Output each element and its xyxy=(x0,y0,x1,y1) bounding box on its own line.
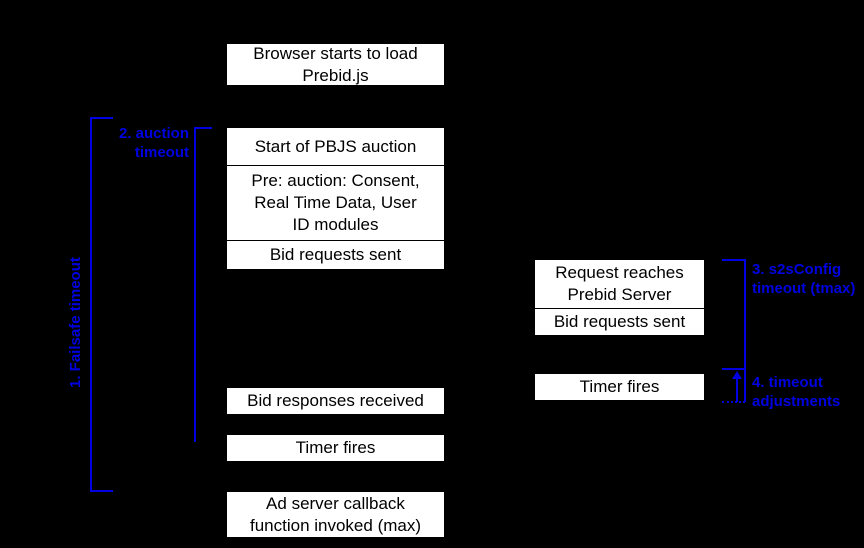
server-timer-fires-box: Timer fires xyxy=(534,373,705,401)
request-reaches-server-box: Request reaches Prebid Server xyxy=(534,259,705,309)
s2s-timeout-bracket-vertical xyxy=(744,259,746,370)
s2s-timeout-label: 3. s2sConfig timeout (tmax) xyxy=(752,261,856,297)
timeout-adjustments-arrow-head xyxy=(732,371,742,379)
auction-timeout-label: 2. auction timeout xyxy=(118,125,189,161)
timeout-adjustments-dotted-baseline xyxy=(722,401,745,403)
failsafe-timeout-bracket-top-tick xyxy=(90,117,113,119)
timeout-adjustments-bracket-vertical xyxy=(744,370,746,402)
s2s-timeout-bracket-top-tick xyxy=(722,259,745,261)
pre-auction-modules-box: Pre: auction: Consent, Real Time Data, U… xyxy=(226,165,445,241)
failsafe-timeout-label: 1. Failsafe timeout xyxy=(67,257,84,388)
browser-loads-prebid-box: Browser starts to load Prebid.js xyxy=(226,43,445,86)
prebid-server-stack: Request reaches Prebid Server Bid reques… xyxy=(534,259,705,336)
failsafe-timeout-bracket-bottom-tick xyxy=(90,490,113,492)
server-bid-requests-sent-box: Bid requests sent xyxy=(534,308,705,336)
start-of-auction-box: Start of PBJS auction xyxy=(226,127,445,166)
client-timer-fires-box: Timer fires xyxy=(226,434,445,462)
timeout-adjustments-arrow-shaft xyxy=(736,378,738,402)
auction-timeout-bracket-vertical xyxy=(194,127,196,442)
auction-stack: Start of PBJS auction Pre: auction: Cons… xyxy=(226,127,445,270)
ad-server-callback-box: Ad server callback function invoked (max… xyxy=(226,491,445,538)
bid-responses-received-box: Bid responses received xyxy=(226,387,445,415)
client-bid-requests-sent-box: Bid requests sent xyxy=(226,240,445,270)
s2s-timeout-bracket-bottom-tick xyxy=(722,368,745,370)
auction-timeout-bracket-top-tick xyxy=(194,127,212,129)
failsafe-timeout-bracket-vertical xyxy=(90,117,92,492)
timeout-adjustments-label: 4. timeout adjustments xyxy=(752,374,841,410)
